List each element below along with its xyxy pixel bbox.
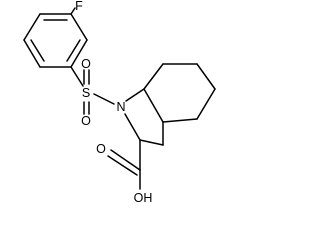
cyclohexane-ring	[143, 63, 216, 123]
molecule-structure: F S O O N O OH	[23, 0, 216, 205]
s-n-bond	[93, 93, 115, 105]
aryl-s-bond	[70, 66, 84, 87]
oxygen-bottom-label: O	[81, 114, 91, 128]
carboxylic-acid-group	[107, 139, 141, 190]
oxygen-carbonyl-label: O	[96, 142, 106, 156]
fluorine-label: F	[75, 0, 83, 13]
oxygen-top-label: O	[81, 57, 91, 71]
fluorophenyl-ring	[23, 13, 88, 68]
pyrrolidine-ring	[124, 88, 164, 146]
sulfur-label: S	[82, 86, 90, 100]
c-f-bond	[70, 7, 76, 15]
hydroxyl-label: OH	[134, 191, 153, 205]
nitrogen-label: N	[116, 100, 125, 114]
